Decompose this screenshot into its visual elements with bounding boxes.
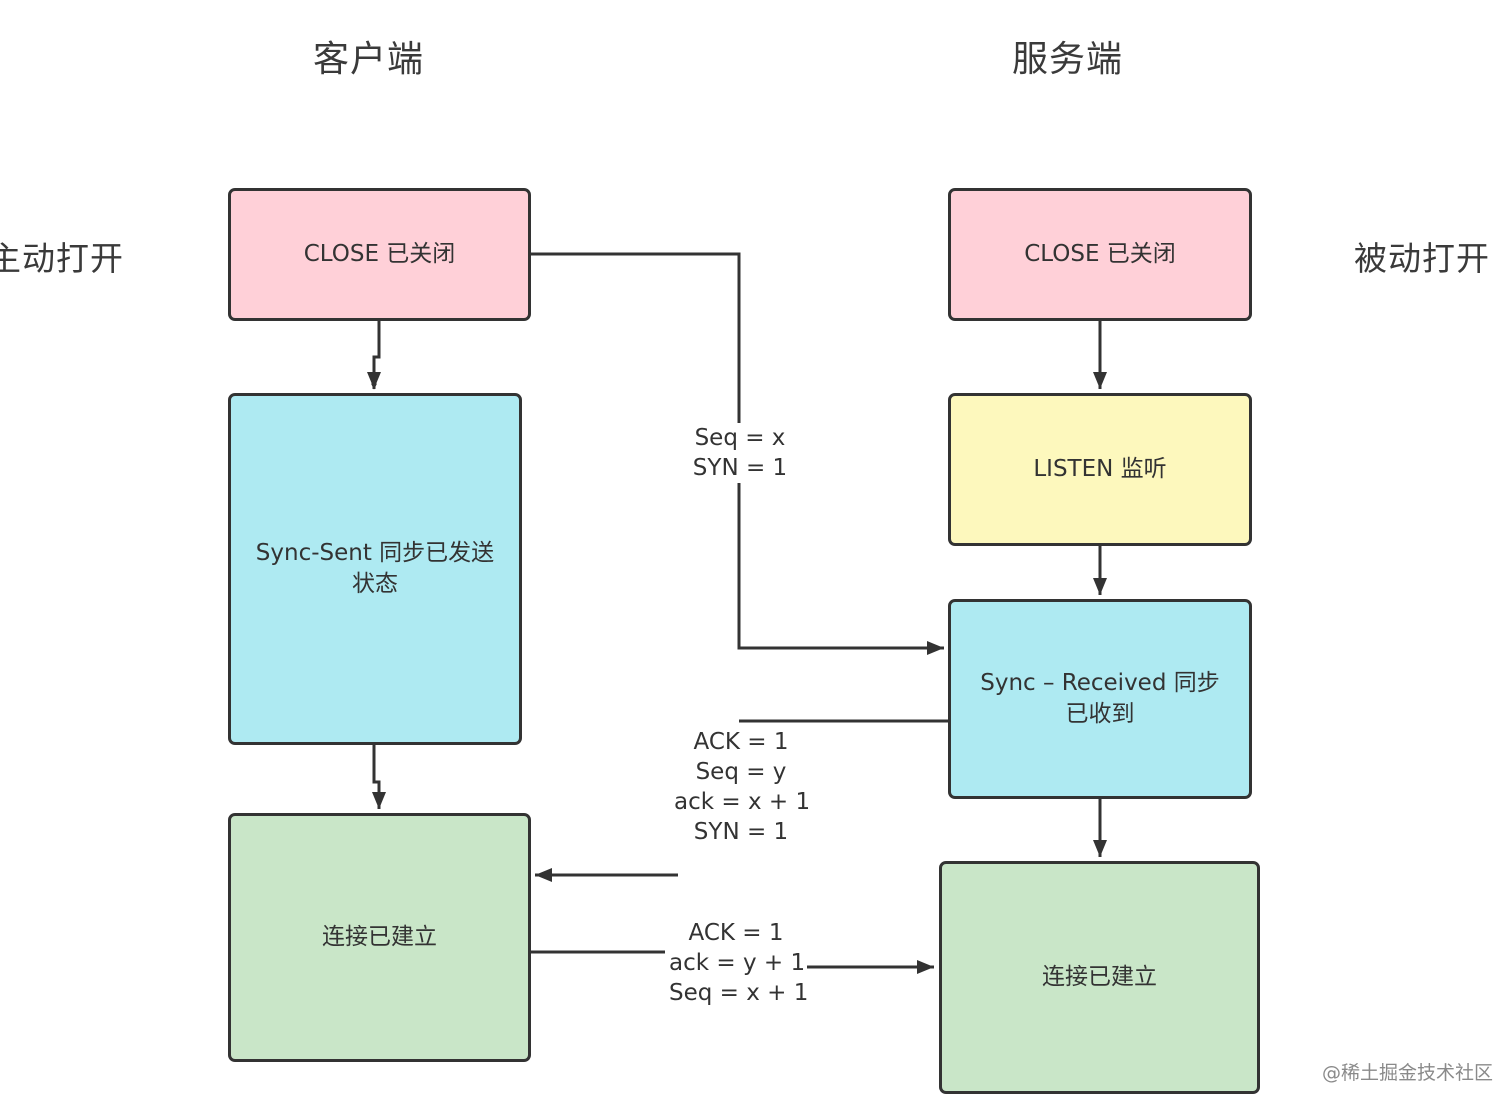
synack-arrowhead bbox=[535, 868, 552, 882]
client-arrowhead-2 bbox=[372, 792, 386, 809]
active-open-label: 主动打开 bbox=[0, 239, 124, 278]
server-arrowhead-1 bbox=[1093, 372, 1107, 389]
client-heading: 客户端 bbox=[313, 39, 425, 80]
server-arrowhead-2 bbox=[1093, 578, 1107, 595]
ack-line-3: Seq = x + 1 bbox=[669, 980, 809, 1006]
server-sync-received-state: Sync – Received 同步 已收到 bbox=[948, 599, 1252, 799]
client-established-state: 连接已建立 bbox=[228, 813, 531, 1062]
ack-arrowhead bbox=[917, 960, 934, 974]
client-sync-sent-state: Sync-Sent 同步已发送 状态 bbox=[228, 393, 522, 745]
server-heading: 服务端 bbox=[1012, 39, 1124, 80]
client-arrowhead-1 bbox=[367, 372, 381, 389]
watermark: @稀土掘金技术社区 bbox=[1322, 1062, 1494, 1084]
syn-arrowhead bbox=[927, 641, 944, 655]
server-close-label: CLOSE 已关闭 bbox=[1024, 241, 1176, 267]
server-arrowhead-3 bbox=[1093, 840, 1107, 857]
ack-line-1: ACK = 1 bbox=[688, 920, 784, 946]
syn-line-1: Seq = x bbox=[694, 425, 786, 451]
client-established-label: 连接已建立 bbox=[322, 924, 437, 950]
client-sync-sent-label-line2: 状态 bbox=[351, 571, 398, 597]
synack-line-4: SYN = 1 bbox=[693, 819, 789, 845]
synack-line-3: ack = x + 1 bbox=[674, 789, 811, 815]
ack-message-label: ACK = 1 ack = y + 1 Seq = x + 1 bbox=[665, 918, 809, 1008]
synack-message-label: ACK = 1 Seq = y ack = x + 1 SYN = 1 bbox=[670, 727, 812, 847]
client-sync-sent-label-line1: Sync-Sent 同步已发送 bbox=[255, 540, 495, 566]
ack-line-2: ack = y + 1 bbox=[669, 950, 806, 976]
syn-line-2: SYN = 1 bbox=[692, 455, 788, 481]
server-sync-received-label-line1: Sync – Received 同步 bbox=[980, 670, 1220, 696]
server-sync-received-label-line2: 已收到 bbox=[1065, 701, 1135, 727]
server-established-state: 连接已建立 bbox=[939, 861, 1260, 1094]
passive-open-label: 被动打开 bbox=[1354, 239, 1490, 278]
client-close-state: CLOSE 已关闭 bbox=[228, 188, 531, 321]
server-close-state: CLOSE 已关闭 bbox=[948, 188, 1252, 321]
synack-line-2: Seq = y bbox=[695, 759, 787, 785]
server-established-label: 连接已建立 bbox=[1042, 964, 1157, 990]
synack-line-1: ACK = 1 bbox=[693, 729, 789, 755]
server-listen-state: LISTEN 监听 bbox=[948, 393, 1252, 546]
client-close-label: CLOSE 已关闭 bbox=[303, 241, 456, 267]
server-listen-label: LISTEN 监听 bbox=[1033, 456, 1167, 482]
syn-message-label: Seq = x SYN = 1 bbox=[686, 423, 794, 483]
